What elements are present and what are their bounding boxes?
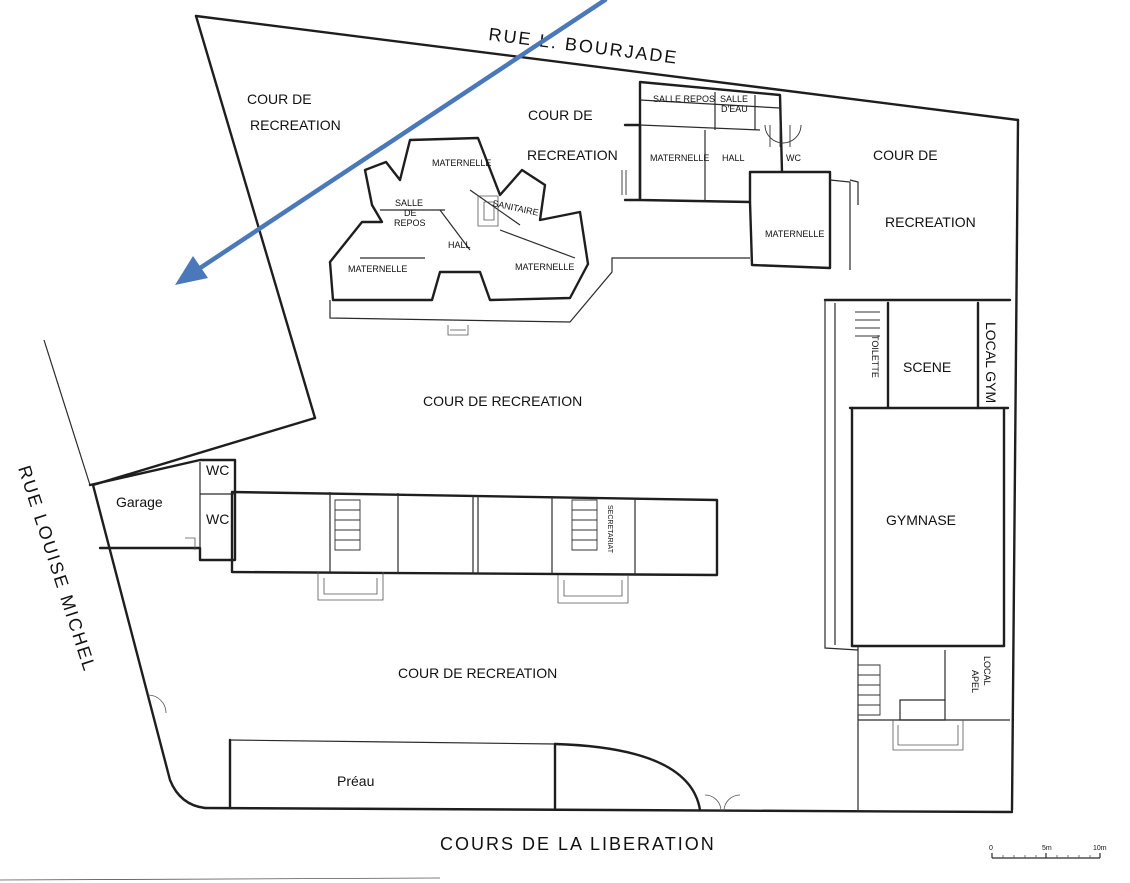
maternelle-building-west: [328, 136, 750, 336]
area-label-cour-top-line2: RECREATION: [527, 147, 618, 163]
room-label-toilette: TOILETTE: [870, 335, 880, 378]
room-label-hall-ne: HALL: [722, 153, 745, 163]
room-label-salle-de-repos-2: DE: [404, 208, 417, 218]
area-label-cour-ne-line1: COUR DE: [873, 147, 938, 163]
area-label-cour-nw-line2: RECREATION: [250, 117, 341, 133]
room-label-maternelle-top: MATERNELLE: [432, 158, 491, 168]
area-label-cour-top-line1: COUR DE: [528, 107, 593, 123]
room-label-maternelle-left: MATERNELLE: [348, 264, 407, 274]
room-label-salle-de-repos-1: SALLE: [395, 198, 423, 208]
room-label-sanitaire: SANITAIRE: [492, 198, 540, 218]
scale-bar: 0 5m 10m: [989, 845, 1107, 859]
annotation-arrow: [175, 0, 608, 285]
room-label-maternelle-ne: MATERNELLE: [650, 153, 709, 163]
room-label-maternelle-ne-lower: MATERNELLE: [765, 229, 824, 239]
street-label-west: RUE LOUISE MICHEL: [14, 463, 100, 675]
room-label-wc-ne: WC: [786, 153, 801, 163]
room-label-salle-deau-1: SALLE: [720, 94, 748, 104]
area-label-preau: Préau: [337, 773, 374, 789]
area-label-cour-ne-line2: RECREATION: [885, 214, 976, 230]
room-label-salle-de-repos-3: REPOS: [394, 218, 426, 228]
room-label-local-apel-2: APEL: [970, 670, 980, 693]
room-label-hall-left: HALL: [448, 240, 471, 250]
room-label-gymnase: GYMNASE: [886, 512, 956, 528]
area-label-cour-south: COUR DE RECREATION: [398, 665, 557, 681]
room-label-maternelle-right: MATERNELLE: [515, 262, 574, 272]
room-label-salle-repos-ne: SALLE REPOS: [653, 94, 715, 104]
room-label-secretariat: SECRETARIAT: [606, 505, 613, 554]
room-label-scene: SCENE: [903, 359, 951, 375]
area-label-cour-nw-line1: COUR DE: [247, 91, 312, 107]
area-label-wc-1: WC: [206, 462, 229, 478]
scale-tick-0: 0: [989, 845, 993, 852]
street-label-south: COURS DE LA LIBERATION: [440, 834, 716, 854]
room-label-salle-deau-2: D'EAU: [721, 104, 748, 114]
garage-wc-block: [88, 458, 237, 562]
classroom-building-central: [230, 490, 719, 604]
room-label-local-gym: LOCAL GYM: [983, 322, 999, 403]
site-boundary: [43, 14, 1020, 814]
gymnasium-building: [823, 298, 1012, 812]
bottom-rule: [0, 877, 441, 881]
area-label-cour-center: COUR DE RECREATION: [423, 393, 582, 409]
scale-tick-5m: 5m: [1042, 845, 1052, 852]
area-label-garage: Garage: [116, 494, 163, 510]
area-label-wc-2: WC: [206, 511, 229, 527]
preau-structure: [147, 694, 741, 812]
scale-tick-10m: 10m: [1093, 845, 1107, 852]
room-label-local-apel-1: LOCAL: [982, 656, 992, 686]
maternelle-building-east: [621, 80, 859, 270]
